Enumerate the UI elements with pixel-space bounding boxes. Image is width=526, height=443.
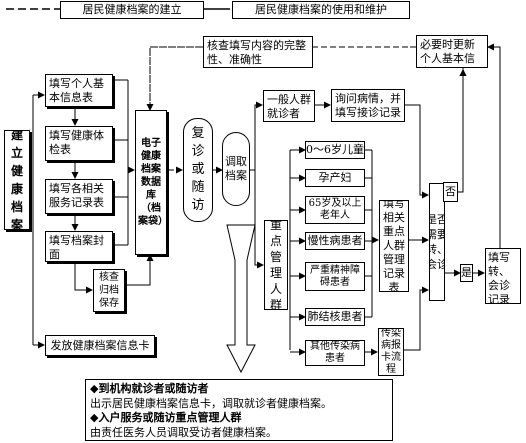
step-service-records: 填写各相关服务记录表 [45,179,113,214]
decision-yes: 是 [460,264,473,282]
key-group-records: 填写相关重点人群管理记录表 [379,200,409,292]
step-archive-cover: 填写档案封面 [45,231,113,262]
legend-left-label: 居民健康档案的建立 [82,3,182,16]
note-home-heading: ◆入户服务或随访重点管理人群 [90,411,242,424]
group-children: 0～6岁儿童 [305,141,365,159]
bottom-notes: ◆到机构就诊者或随访者 出示居民健康档案信息卡，调取就诊者健康档案。 ◆入户服务… [85,379,393,441]
legend-right-box: 居民健康档案的使用和维护 [232,1,410,19]
group-other-infectious: 其他传染病患者 [305,340,365,366]
note-visitor-heading: ◆到机构就诊者或随访者 [90,382,209,395]
build-archive-title: 建立健康档案 [4,130,30,230]
infectious-report: 传染病报卡流程 [378,328,404,376]
inquiry-record: 询问病情，并填写接诊记录 [331,89,405,122]
step-verify-store: 核查归档保存 [93,269,125,312]
decision-no: 否 [443,182,458,202]
key-management-group: 重点管理人群 [264,220,288,310]
update-basic-info: 必要时更新个人基本信息 [416,35,488,68]
legend-right-label: 居民健康档案的使用和维护 [255,3,387,16]
step-basic-info: 填写个人基本信息表 [45,74,113,107]
group-elderly: 65岁及以上老年人 [305,196,365,224]
revisit-or-followup: 复诊或随访 [183,118,213,222]
note-visitor-text: 出示居民健康档案信息卡，调取就诊者健康档案。 [90,396,332,410]
electronic-archive-db: 电子健康档案数据库（档案袋） [135,110,167,255]
fetch-archive: 调取档案 [222,132,250,206]
step-health-exam: 填写健康体检表 [45,126,113,161]
legend-left-box: 居民健康档案的建立 [60,1,204,19]
group-mental: 严重精神障碍患者 [305,262,365,291]
check-completeness-box: 核查填写内容的完整性、准确性 [203,36,313,68]
group-chronic: 慢性病患者 [305,232,365,250]
referral-decision: 是否需要转、会诊 [429,183,445,301]
referral-record: 填写转、会诊记录表 [485,248,521,304]
step-issue-card: 发放健康档案信息卡 [45,335,155,356]
note-home-text: 由责任医务人员调取受访者健康档案。 [90,425,277,439]
group-pregnant: 孕产妇 [305,169,365,187]
group-tb: 肺结核患者 [305,308,365,326]
general-population: 一般人群就诊者 [263,90,315,122]
